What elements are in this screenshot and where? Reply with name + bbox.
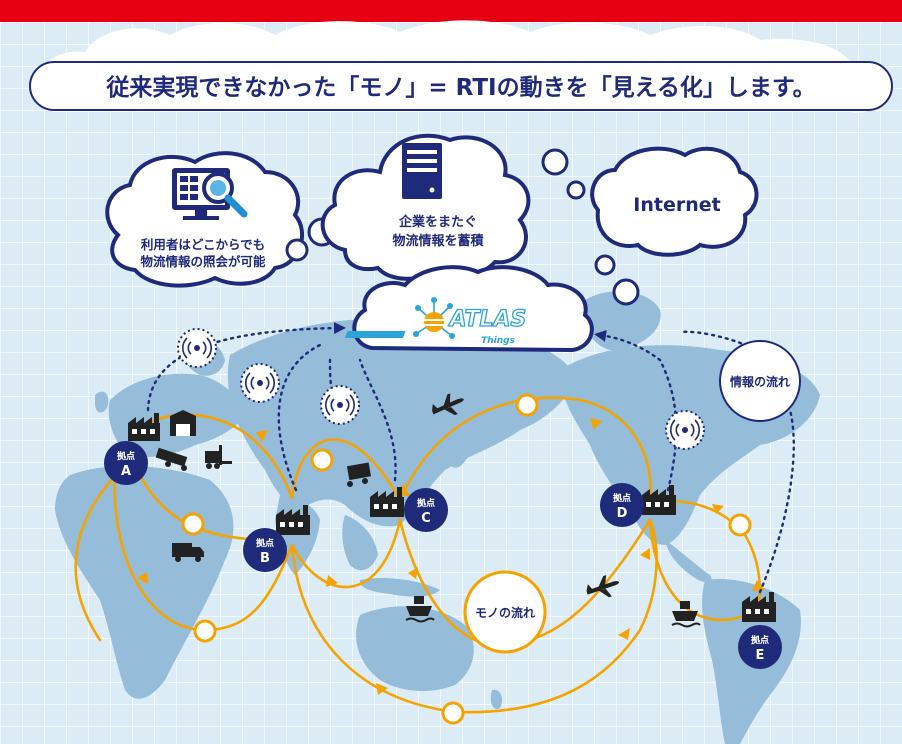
factory-icon [742, 592, 776, 622]
goods-flow-waypoints [181, 393, 752, 725]
factories [128, 410, 776, 622]
truck-icon [172, 543, 204, 562]
factory-icon [642, 485, 676, 515]
user-access-cloud: 利用者はどこからでも 物流情報の照会が可能 [105, 151, 305, 288]
factory-icon [276, 505, 310, 535]
base-c: 拠点 C [404, 488, 448, 532]
ship-icon [405, 596, 435, 623]
factory-icon [370, 487, 404, 517]
signal-icon [177, 328, 217, 368]
base-markers: 拠点 A 拠点 B 拠点 C 拠点 D 拠点 E [104, 441, 782, 669]
server-icon [402, 143, 442, 199]
base-b-letter: B [260, 551, 270, 566]
accumulate-line-2: 物流情報を蓄積 [392, 233, 484, 249]
info-flow-label-circle: 情報の流れ [719, 340, 801, 422]
base-d-letter: D [617, 506, 628, 521]
signal-icon [240, 363, 280, 403]
goods-flow-label: モノの流れ [475, 605, 535, 620]
goods-flow-arrows [137, 418, 765, 695]
base-c-label: 拠点 [417, 497, 435, 509]
goods-flow-label-circle: モノの流れ [463, 570, 547, 654]
internet-cloud: Internet [590, 146, 759, 257]
signal-icon [320, 385, 360, 425]
atlas-logo-sub: Things [481, 336, 515, 346]
signal-icon [665, 410, 705, 450]
atlas-logo-mark-icon [413, 297, 455, 339]
warehouse-icon [170, 410, 196, 436]
headline-cloud: 従来実現できなかった「モノ」= RTIの動きを「見える化」します。 [29, 20, 893, 113]
accumulate-cloud: 企業をまたぐ 物流情報を蓄積 [320, 133, 531, 281]
base-b: 拠点 B [243, 528, 287, 572]
base-a-label: 拠点 [117, 450, 135, 462]
internet-label: Internet [633, 194, 720, 216]
atlas-logo-main: ATLAS [448, 307, 527, 332]
factory-icon [128, 413, 160, 441]
base-c-letter: C [421, 511, 431, 526]
info-flow-label: 情報の流れ [730, 374, 790, 389]
atlas-cloud: ATLAS Things [344, 265, 594, 353]
base-d: 拠点 D [600, 483, 644, 527]
headline: 従来実現できなかった「モノ」= RTIの動きを「見える化」します。 [105, 74, 815, 101]
user-access-line-2: 物流情報の照会が可能 [140, 254, 266, 269]
base-a-letter: A [121, 464, 131, 479]
truck-icon [346, 462, 372, 487]
conveyor-truck-icon [155, 447, 188, 471]
top-bar [0, 0, 902, 22]
airplane-icon [586, 575, 620, 598]
base-e: 拠点 E [738, 625, 782, 669]
signal-icons [177, 328, 705, 450]
ship-icon [671, 601, 701, 628]
base-a: 拠点 A [104, 441, 148, 485]
transport-icons [172, 393, 701, 628]
airplane-icon [432, 393, 464, 416]
base-e-label: 拠点 [751, 634, 769, 646]
base-d-label: 拠点 [613, 492, 631, 504]
base-b-label: 拠点 [256, 537, 274, 549]
base-e-letter: E [756, 648, 765, 663]
atlas-logo: ATLAS Things [344, 297, 527, 346]
forklift-icon [205, 445, 232, 469]
monitor-search-icon [172, 168, 248, 220]
user-access-line-1: 利用者はどこからでも [141, 237, 265, 252]
accumulate-line-1: 企業をまたぐ [398, 214, 477, 230]
